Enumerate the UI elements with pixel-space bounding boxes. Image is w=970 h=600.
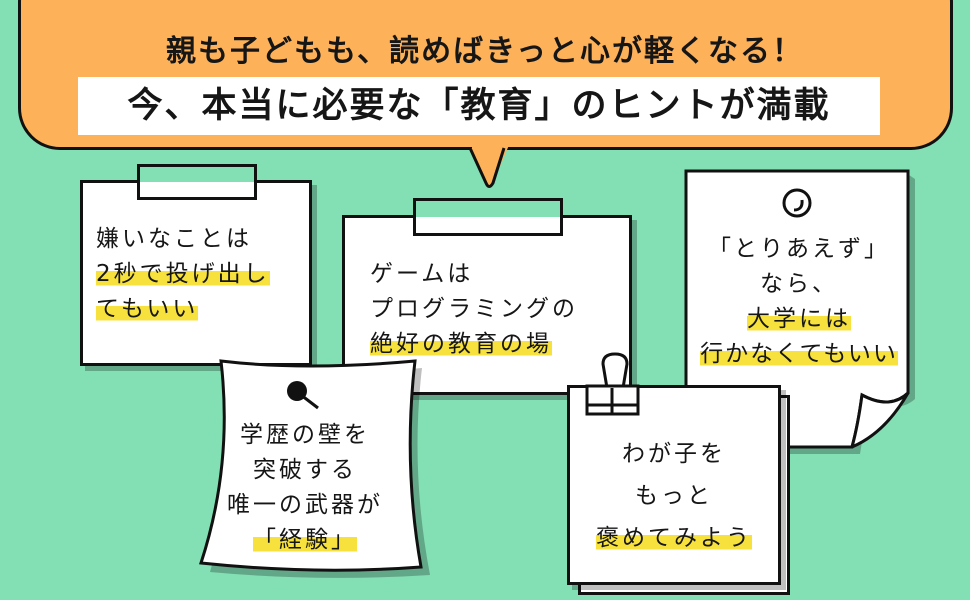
pushpin-icon [287,381,319,410]
note-line: なら、 [760,271,838,297]
note-line: わが子を [622,441,726,467]
note-line-highlight: 2秒で投げ出し [96,261,270,287]
note-line-highlight: 大学には [747,306,851,332]
note-line: 唯一の武器が [227,492,383,518]
note-line: 嫌いなことは [96,226,252,252]
note-praise-text: わが子を もっと 褒めてみよう [567,433,781,559]
tape-icon [137,164,257,200]
note-line-highlight: 行かなくてもいい [700,341,898,367]
hole-icon [782,188,812,218]
main-title: 今、本当に必要な「教育」のヒントが満載 [78,77,880,135]
note-line: 突破する [253,457,357,483]
note-line-highlight: てもいい [96,296,199,322]
note-line-highlight: 絶好の教育の場 [370,331,552,357]
note-line-highlight: 褒めてみよう [596,525,752,551]
tape-icon [413,198,563,236]
note-experience [198,359,430,578]
speech-bubble-tail [465,145,525,188]
binder-clip-icon [585,352,640,416]
subtitle: 親も子どもも、読めばきっと心が軽くなる！ [166,34,804,69]
note-game-text: ゲームは プログラミングの 絶好の教育の場 [370,257,578,362]
note-line-highlight: 「経験」 [253,527,357,553]
note-line: 「とりあえず」 [708,236,890,262]
note-university-text: 「とりあえず」 なら、 大学には 行かなくてもいい [688,232,910,372]
note-line: 学歴の壁を [240,422,370,448]
note-line: プログラミングの [370,296,578,322]
note-dislike-text: 嫌いなことは 2秒で投げ出し てもいい [96,222,270,327]
note-line: ゲームは [370,261,474,287]
note-praise [567,385,781,585]
note-experience-text: 学歴の壁を 突破する 唯一の武器が 「経験」 [205,418,405,558]
note-line: もっと [635,483,713,509]
